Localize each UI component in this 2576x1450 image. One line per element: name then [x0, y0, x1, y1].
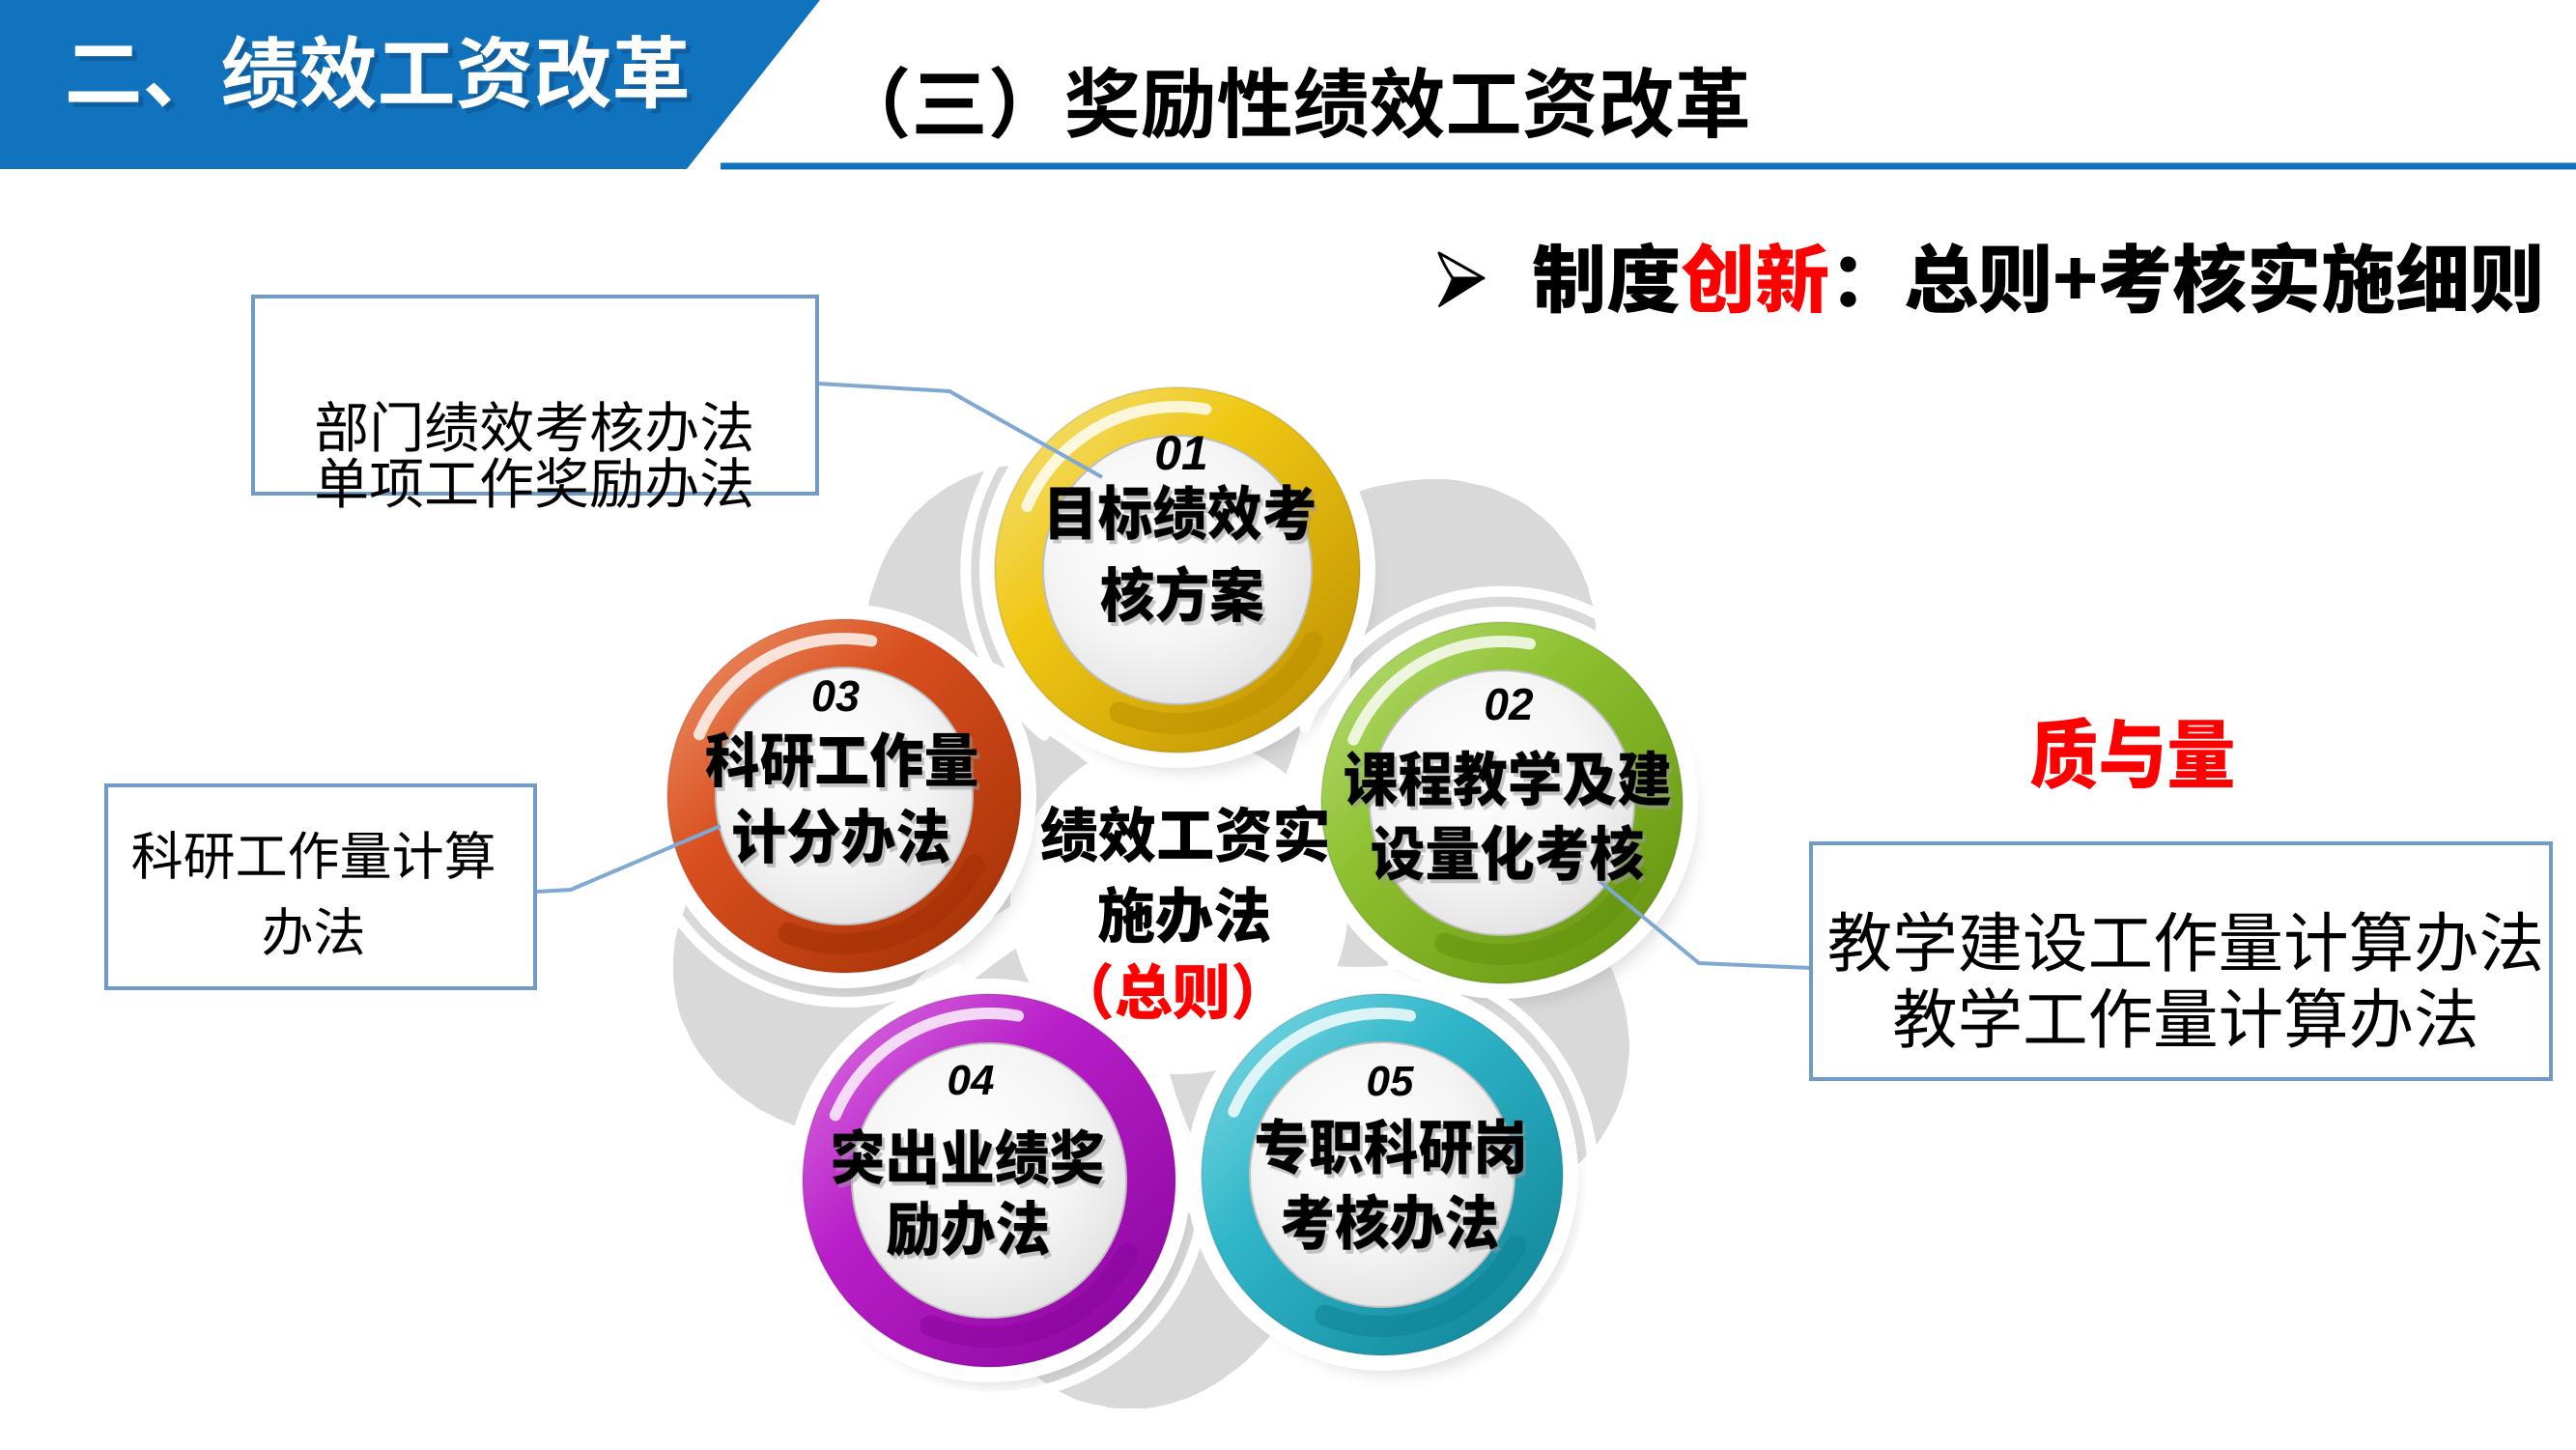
svg-text:05: 05: [1367, 1058, 1414, 1105]
svg-text:01: 01: [1154, 426, 1208, 480]
svg-text:04: 04: [948, 1057, 995, 1104]
svg-text:03: 03: [811, 671, 860, 721]
svg-text:02: 02: [1484, 679, 1534, 729]
